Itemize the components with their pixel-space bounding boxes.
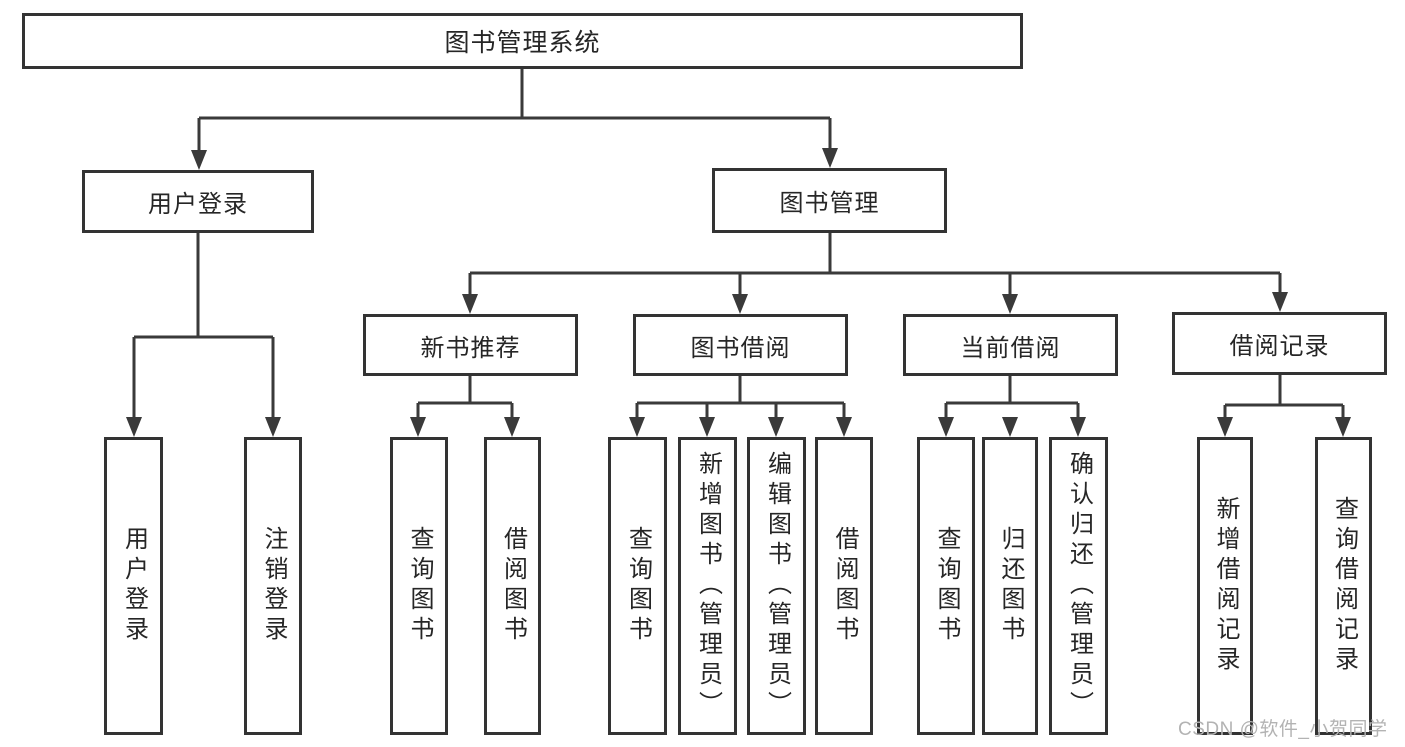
leaf-label: 新增图书（管理员） <box>694 451 722 721</box>
leaf-label: 借阅图书 <box>831 526 858 646</box>
leaf-label: 新增借阅记录 <box>1212 496 1239 676</box>
node-book-management-branch: 图书管理 <box>712 168 947 233</box>
node-label: 图书管理系统 <box>444 29 601 57</box>
leaf-query-books-2: 查询图书 <box>608 437 667 735</box>
leaf-logout: 注销登录 <box>244 437 302 735</box>
node-label: 当前借阅 <box>960 334 1061 362</box>
node-label: 图书管理 <box>779 190 880 217</box>
leaf-borrow-books-1: 借阅图书 <box>484 437 541 735</box>
leaf-query-borrow-record: 查询借阅记录 <box>1315 437 1372 735</box>
leaf-label: 注销登录 <box>260 526 287 646</box>
node-system-root: 图书管理系统 <box>22 13 1023 69</box>
csdn-watermark: CSDN @软件_小贺同学 <box>1178 719 1388 740</box>
leaf-confirm-return-admin: 确认归还（管理员） <box>1049 437 1108 735</box>
leaf-return-book: 归还图书 <box>982 437 1038 735</box>
leaf-add-borrow-record: 新增借阅记录 <box>1197 437 1253 735</box>
leaf-label: 归还图书 <box>997 526 1024 646</box>
leaf-label: 查询图书 <box>406 526 433 646</box>
leaf-label: 编辑图书（管理员） <box>763 451 791 721</box>
node-borrowing-records: 借阅记录 <box>1172 312 1387 375</box>
leaf-user-login: 用户登录 <box>104 437 163 735</box>
node-current-borrowing: 当前借阅 <box>903 314 1118 376</box>
leaf-edit-book-admin: 编辑图书（管理员） <box>747 437 806 735</box>
leaf-add-book-admin: 新增图书（管理员） <box>678 437 737 735</box>
node-new-book-recommendation: 新书推荐 <box>363 314 578 376</box>
leaf-label: 用户登录 <box>120 526 148 646</box>
leaf-label: 查询借阅记录 <box>1330 496 1358 676</box>
leaf-label: 查询图书 <box>933 526 960 646</box>
leaf-label: 确认归还（管理员） <box>1065 451 1093 721</box>
node-label: 图书借阅 <box>690 334 791 362</box>
leaf-borrow-books-2: 借阅图书 <box>815 437 873 735</box>
leaf-label: 查询图书 <box>624 526 652 646</box>
node-user-login-branch: 用户登录 <box>82 170 314 233</box>
node-label: 用户登录 <box>148 191 248 218</box>
leaf-label: 借阅图书 <box>499 526 527 646</box>
node-label: 新书推荐 <box>420 334 521 362</box>
node-label: 借阅记录 <box>1229 333 1330 360</box>
leaf-query-books-3: 查询图书 <box>917 437 975 735</box>
leaf-query-books-1: 查询图书 <box>390 437 448 735</box>
node-book-borrowing: 图书借阅 <box>633 314 848 376</box>
